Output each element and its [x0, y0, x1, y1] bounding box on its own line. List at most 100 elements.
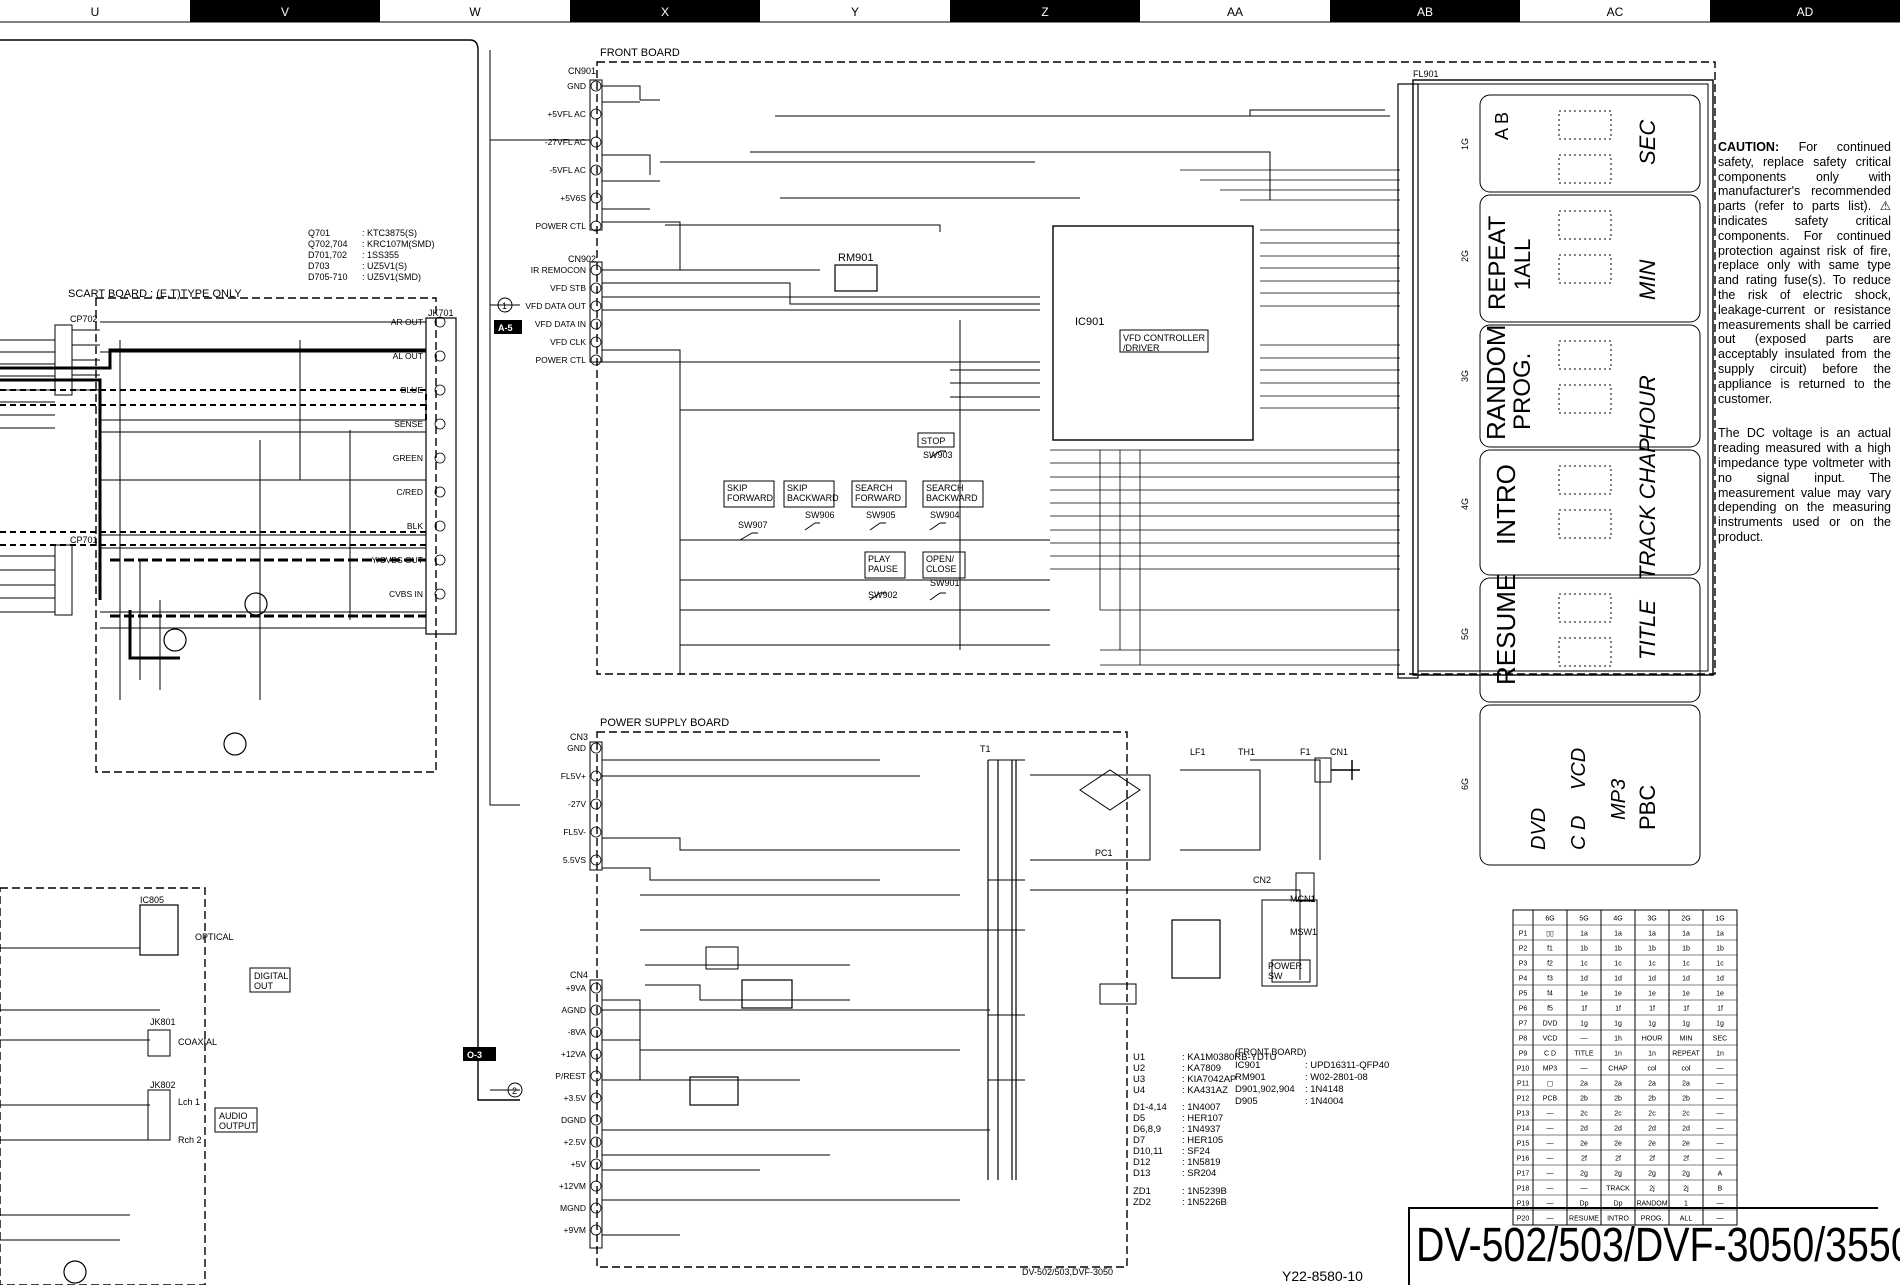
pins-cn4-pin-11: MGND: [560, 1203, 586, 1213]
switch-label: BACKWARD: [926, 493, 978, 503]
o3-ref: O-3: [467, 1050, 482, 1060]
segment-table-cell: 2d: [1580, 1126, 1588, 1133]
segment-table-cell: P13: [1517, 1111, 1530, 1118]
pins-cn4-pin-6: +3.5V: [564, 1093, 587, 1103]
segment-table-cell: —: [1717, 1156, 1724, 1163]
pin-marker: [590, 1004, 602, 1016]
scart-board-title: SCART BOARD : (E,T)TYPE ONLY: [68, 288, 242, 300]
switch-label: SKIP: [787, 483, 808, 493]
th1-label: TH1: [1238, 747, 1255, 757]
segment-table-cell: 2d: [1648, 1126, 1656, 1133]
grid-cell-AC: [1520, 0, 1710, 22]
pin-marker: [590, 282, 602, 294]
part-value: : KTC3875(S): [362, 228, 417, 238]
pins-cn902-pin-1: IR REMOCON: [531, 265, 586, 275]
cn1-label: CN1: [1330, 747, 1348, 757]
grid-cell-Y: [760, 0, 950, 22]
part-ref: D5: [1133, 1113, 1145, 1124]
segment-table-cell: ALL: [1680, 1216, 1693, 1223]
scart-board: [0, 39, 520, 1101]
grid-cell-U: [0, 0, 190, 22]
segment-table-cell: 2g: [1682, 1171, 1690, 1178]
vfd-intro: INTRO: [1491, 464, 1521, 545]
vfd-grid-1G: 1G: [1460, 138, 1470, 150]
part-value: : UZ5V1(SMD): [362, 272, 421, 282]
pin-marker: [590, 798, 602, 810]
part-ref: D10,11: [1133, 1146, 1163, 1157]
segment-table-cell: 1g: [1614, 1021, 1622, 1028]
pin-marker: [590, 1070, 602, 1082]
switch-label: FORWARD: [855, 493, 901, 503]
segment-table-cell: —: [1717, 1081, 1724, 1088]
segment-table-cell: TRACK: [1606, 1186, 1630, 1193]
segment-table-cell: P8: [1519, 1036, 1528, 1043]
part-value: : HER105: [1182, 1135, 1223, 1146]
vfd-grid-5G: 5G: [1460, 628, 1470, 640]
segment-table-cell: HOUR: [1642, 1036, 1663, 1043]
switch-label: SEARCH: [855, 483, 893, 493]
pins-jk701-pin-7: BLK: [407, 521, 423, 531]
pins-cn901-pin-6: POWER CTL: [535, 221, 586, 231]
part-value: : W02-2801-08: [1305, 1072, 1368, 1083]
grid-label-AD: AD: [1797, 5, 1814, 19]
segment-table-cell: P6: [1519, 1006, 1528, 1013]
segment-table-cell: 2b: [1648, 1096, 1656, 1103]
pins-jk701-pin-6: C/RED: [397, 487, 423, 497]
segment-table-cell: MP3: [1543, 1066, 1558, 1073]
segment-table-cell: CHAP: [1608, 1066, 1628, 1073]
segment-table-cell: 2d: [1614, 1126, 1622, 1133]
grid-cell-Z: [950, 0, 1140, 22]
segment-table-cell: —: [1547, 1186, 1554, 1193]
segment-table-cell: P10: [1517, 1066, 1530, 1073]
segment-table-cell: 1c: [1682, 961, 1690, 968]
cn901-label: CN901: [568, 66, 596, 76]
grid-cell-AA: [1140, 0, 1330, 22]
segment-table-cell: —: [1717, 1216, 1724, 1223]
pins-jk701-pin-9: CVBS IN: [389, 589, 423, 599]
vfd-hour: HOUR: [1635, 375, 1660, 440]
segment-table-cell: DVD: [1543, 1021, 1558, 1028]
part-ref: ZD2: [1133, 1197, 1151, 1208]
pin-marker: [590, 80, 602, 92]
optical-label: OPTICAL: [195, 932, 234, 942]
vfd-resume: RESUME: [1491, 574, 1521, 685]
switch-label: SEARCH: [926, 483, 964, 493]
pin-marker: [434, 316, 446, 328]
segment-table-cell: —: [1581, 1066, 1588, 1073]
vfd-dvd: DVD: [1528, 808, 1550, 850]
vfd-1all: 1ALL: [1510, 239, 1535, 290]
segment-table-cell: 1n: [1648, 1051, 1656, 1058]
cn2-label: CN2: [1253, 875, 1271, 885]
segment-table-cell: 1e: [1648, 991, 1656, 998]
part-value: : UPD16311-QFP40: [1305, 1060, 1389, 1071]
segment-table-cell: 2a: [1682, 1081, 1690, 1088]
msw1-label: MSW1: [1290, 927, 1317, 937]
pins-cn3-pin-5: 5.5VS: [563, 855, 586, 865]
segment-table-cell: 1d: [1580, 976, 1588, 983]
front-board: [489, 50, 1716, 1091]
switch-ref: SW904: [930, 510, 960, 520]
audio-label1: AUDIO: [219, 1111, 248, 1121]
pin-marker: [434, 554, 446, 566]
segment-table-cell: 1d: [1716, 976, 1724, 983]
switch-label: PLAY: [868, 554, 890, 564]
segment-table-cell: PCB: [1543, 1096, 1558, 1103]
part-ref: D12: [1133, 1157, 1150, 1168]
part-value: : KA7809: [1182, 1063, 1221, 1074]
pins-cn901-pin-3: -27VFL AC: [545, 137, 586, 147]
segment-table-cell: 2d: [1682, 1126, 1690, 1133]
segment-table-cell: 2j: [1683, 1186, 1689, 1193]
title-block-frame: [1408, 1207, 1878, 1285]
part-value: : 1N4148: [1305, 1084, 1344, 1095]
vfd-mp3: MP3: [1608, 779, 1630, 820]
pin-marker: [590, 1158, 602, 1170]
caution-text: For continued safety, replace safety cri…: [1718, 140, 1891, 406]
part-value: : UZ5V1(S): [362, 261, 407, 271]
vfd-digit: [1558, 210, 1612, 240]
dc-voltage-note: The DC voltage is an actual reading meas…: [1718, 426, 1891, 544]
segment-table-cell: —: [1717, 1141, 1724, 1148]
document-number: Y22-8580-10: [1282, 1268, 1363, 1284]
ref-2: 2: [512, 1086, 517, 1096]
